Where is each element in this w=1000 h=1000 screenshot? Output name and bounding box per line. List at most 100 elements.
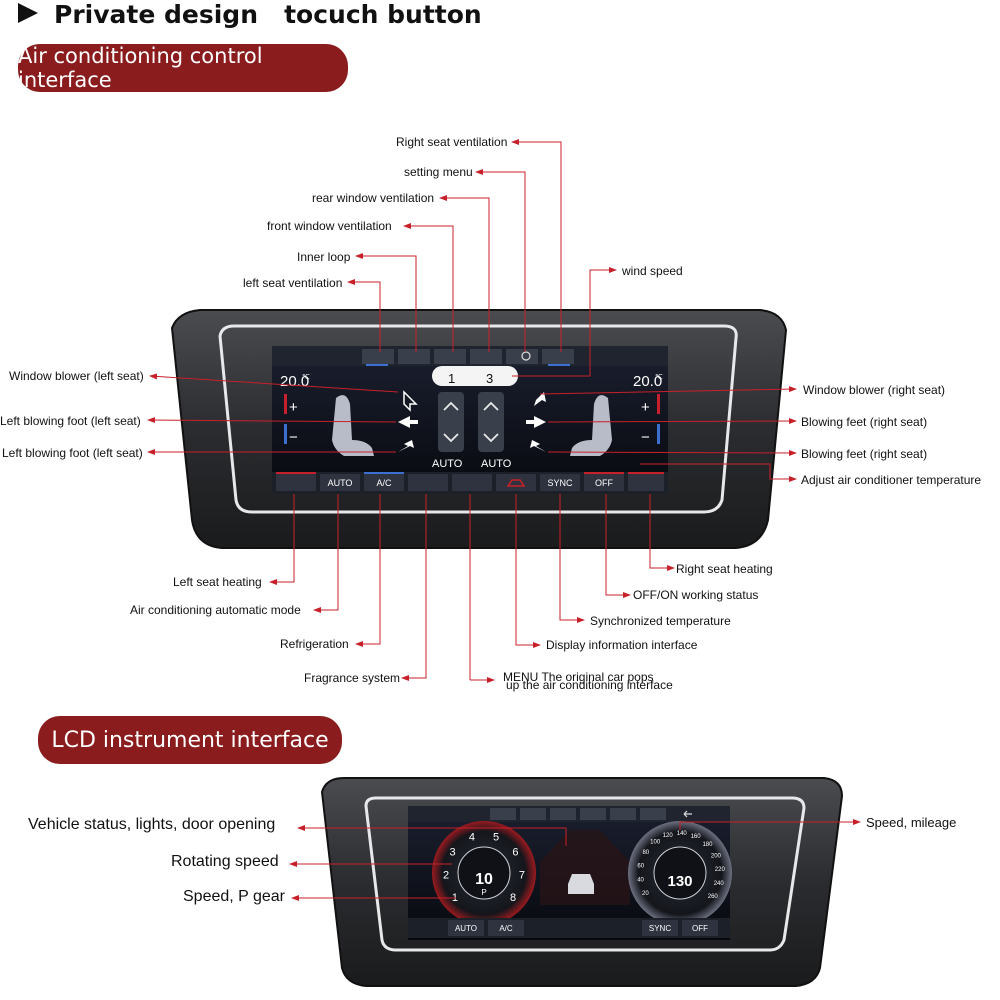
label-wind-speed: wind speed	[622, 264, 683, 278]
right-temp-minus-button[interactable]: −	[641, 429, 650, 446]
section-title-lcd-text: LCD instrument interface	[51, 727, 329, 753]
lcd-off-button[interactable]	[682, 920, 718, 936]
label-right-seat-ventilation: Right seat ventilation	[396, 135, 508, 149]
gear-icon	[521, 351, 531, 361]
speed-tick-label: 60	[637, 863, 644, 869]
left-temp-unit: ℃	[302, 374, 310, 381]
label-left-blowing-foot-1: Left blowing foot (left seat)	[0, 414, 141, 428]
tach-value: 10	[475, 871, 493, 888]
menu-button[interactable]	[452, 474, 492, 491]
right-fan-adjust[interactable]	[478, 392, 504, 452]
front-window-ventilation-button[interactable]	[434, 349, 466, 364]
left-auto-label: AUTO	[432, 458, 463, 470]
window-blower-right-icon[interactable]	[534, 392, 546, 406]
label-inner-loop: Inner loop	[297, 250, 351, 264]
ac-button-label: A/C	[376, 478, 392, 488]
triangle-icon	[18, 3, 38, 23]
speed-tick-label: 120	[663, 833, 674, 839]
right-temperature: 20.0	[633, 373, 662, 390]
speed-tick-label: 80	[642, 850, 649, 856]
display-info-button[interactable]	[496, 474, 536, 491]
lcd-top-button-1[interactable]	[490, 808, 516, 820]
lcd-sync-label: SYNC	[649, 924, 671, 933]
label-blowing-feet-right-2: Blowing feet (right seat)	[801, 447, 928, 461]
left-fan-adjust[interactable]	[438, 392, 464, 452]
right-seat-heating-button[interactable]	[628, 474, 664, 491]
tach-tick-label: 8	[510, 892, 516, 904]
foot-blower-right-icon[interactable]	[526, 416, 546, 428]
foot-blower-right-2-icon[interactable]	[530, 440, 546, 452]
label-left-seat-heating: Left seat heating	[173, 575, 262, 589]
tach-tick-label: 4	[469, 832, 475, 844]
foot-blower-left-icon[interactable]	[398, 416, 418, 428]
fragrance-button[interactable]	[408, 474, 448, 491]
tach-tick-label: 6	[512, 846, 518, 858]
tach-tick-label: 5	[493, 832, 499, 844]
label-synchronized-temperature: Synchronized temperature	[590, 614, 731, 628]
lcd-auto-button[interactable]	[448, 920, 484, 936]
lcd-auto-label: AUTO	[455, 924, 477, 933]
page-header: Private design tocuch button	[18, 0, 482, 29]
label-speed-p-gear: Speed, P gear	[183, 888, 286, 905]
lcd-off-label: OFF	[692, 924, 708, 933]
tach-tick-label: 3	[450, 846, 456, 858]
right-seat-icon	[570, 395, 612, 456]
auto-button[interactable]	[320, 474, 360, 491]
lcd-ac-button[interactable]	[488, 920, 524, 936]
label-speed-mileage: Speed, mileage	[866, 815, 957, 830]
label-off-on-status: OFF/ON working status	[633, 588, 759, 602]
lcd-callouts	[289, 819, 861, 901]
speed-tick-label: 160	[691, 834, 702, 840]
speed-tick-label: 240	[714, 881, 725, 887]
left-seat-heating-button[interactable]	[276, 474, 316, 491]
lcd-sync-button[interactable]	[642, 920, 678, 936]
right-temp-unit: ℃	[655, 374, 663, 381]
label-left-blowing-foot-2: Left blowing foot (left seat)	[2, 446, 143, 460]
lcd-top-button-5[interactable]	[610, 808, 636, 820]
right-auto-label: AUTO	[481, 458, 512, 470]
off-button-label: OFF	[595, 478, 613, 488]
fan-right-value: 3	[486, 371, 493, 386]
lcd-top-button-2[interactable]	[520, 808, 546, 820]
fan-left-value: 1	[448, 371, 455, 386]
section-title-ac: Air conditioning control interface	[18, 44, 348, 92]
label-window-blower-right: Window blower (right seat)	[803, 383, 946, 397]
sync-button[interactable]	[540, 474, 580, 491]
label-right-seat-heating: Right seat heating	[676, 562, 773, 576]
fan-speed-display[interactable]	[432, 366, 518, 386]
foot-blower-left-2-icon[interactable]	[398, 440, 414, 452]
label-window-blower-left: Window blower (left seat)	[9, 369, 144, 383]
speed-tick-label: 220	[715, 867, 726, 873]
ac-bottom-bar: AUTO A/C SYNC OFF	[272, 472, 668, 494]
right-seat-ventilation-button[interactable]	[542, 349, 574, 364]
back-icon[interactable]	[683, 810, 692, 818]
tach-tick-label: 7	[519, 870, 525, 882]
off-button[interactable]	[584, 474, 624, 491]
sync-button-label: SYNC	[547, 478, 573, 488]
label-front-window-ventilation: front window ventilation	[267, 219, 392, 233]
left-temp-plus-button[interactable]: +	[289, 399, 298, 416]
label-rear-window-ventilation: rear window ventilation	[312, 191, 435, 205]
speed-tick-label: 40	[637, 878, 644, 884]
lcd-top-button-6[interactable]	[640, 808, 666, 820]
ac-button[interactable]	[364, 474, 404, 491]
label-ac-auto-mode: Air conditioning automatic mode	[130, 603, 301, 617]
left-seat-ventilation-button[interactable]	[362, 349, 394, 364]
car-icon	[506, 479, 526, 487]
label-menu-line1: MENU The original car pops	[503, 670, 654, 684]
label-refrigeration: Refrigeration	[280, 637, 349, 651]
right-temp-plus-button[interactable]: +	[641, 399, 650, 416]
lcd-top-button-4[interactable]	[580, 808, 606, 820]
vehicle-status-car-icon	[568, 874, 594, 894]
speed-value: 130	[667, 873, 692, 890]
left-temp-minus-button[interactable]: −	[289, 429, 298, 446]
label-fragrance-system: Fragrance system	[304, 671, 401, 685]
rear-window-ventilation-button[interactable]	[470, 349, 502, 364]
inner-loop-button[interactable]	[398, 349, 430, 364]
ac-callouts	[147, 139, 797, 683]
window-blower-left-icon[interactable]	[403, 390, 418, 412]
lcd-top-button-3[interactable]	[550, 808, 576, 820]
